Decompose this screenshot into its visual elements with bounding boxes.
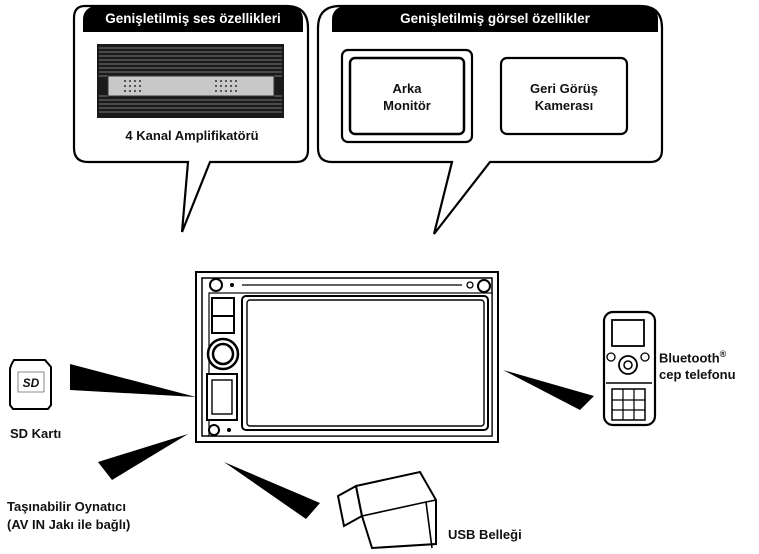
rear-camera-label: Geri Görüş Kamerası [503, 80, 625, 114]
usb-label: USB Belleği [448, 527, 522, 542]
bluetooth-pointer [503, 370, 594, 410]
rear-monitor-label-line-1: Arka [392, 81, 422, 96]
connection-pointers [70, 364, 594, 519]
sd-card-label: SD Kartı [10, 426, 62, 441]
sd-card-pointer [70, 364, 196, 397]
bluetooth-label-line-2: cep telefonu [659, 367, 736, 383]
audio-features-header: Genişletilmiş ses özellikleri [83, 6, 303, 32]
usb-pointer [224, 462, 320, 519]
rear-camera-label-line-2: Kamerası [534, 98, 594, 113]
portable-player-label-line-2: (AV IN Jakı ile bağlı) [7, 517, 131, 532]
registered-mark: ® [719, 349, 727, 359]
bluetooth-label-line-1: Bluetooth® [659, 346, 736, 366]
visual-features-header: Genişletilmiş görsel özellikler [332, 6, 658, 32]
usb-stick-icon [336, 470, 437, 550]
rear-camera-label-line-1: Geri Görüş [530, 81, 598, 96]
bluetooth-phone-icon [602, 310, 657, 427]
rear-monitor-label-line-2: Monitör [383, 98, 431, 113]
rear-camera-icon [499, 56, 629, 136]
bluetooth-name: Bluetooth [659, 350, 720, 366]
audio-features-bubble [72, 4, 310, 233]
portable-player-label: Taşınabilir Oynatıcı (AV IN Jakı ile bağ… [7, 498, 130, 534]
sd-card-icon: SD [9, 359, 52, 410]
head-unit-icon [195, 271, 499, 443]
amplifier-icon [97, 44, 284, 118]
portable-player-label-line-1: Taşınabilir Oynatıcı [7, 499, 126, 514]
rear-monitor-label: Arka Monitör [352, 80, 462, 114]
rear-monitor-icon [340, 48, 474, 144]
amplifier-label: 4 Kanal Amplifikatörü [125, 128, 259, 143]
bluetooth-phone-label: Bluetooth® cep telefonu [659, 346, 736, 383]
sd-card-logo: SD [23, 376, 40, 390]
portable-player-pointer [98, 434, 188, 480]
